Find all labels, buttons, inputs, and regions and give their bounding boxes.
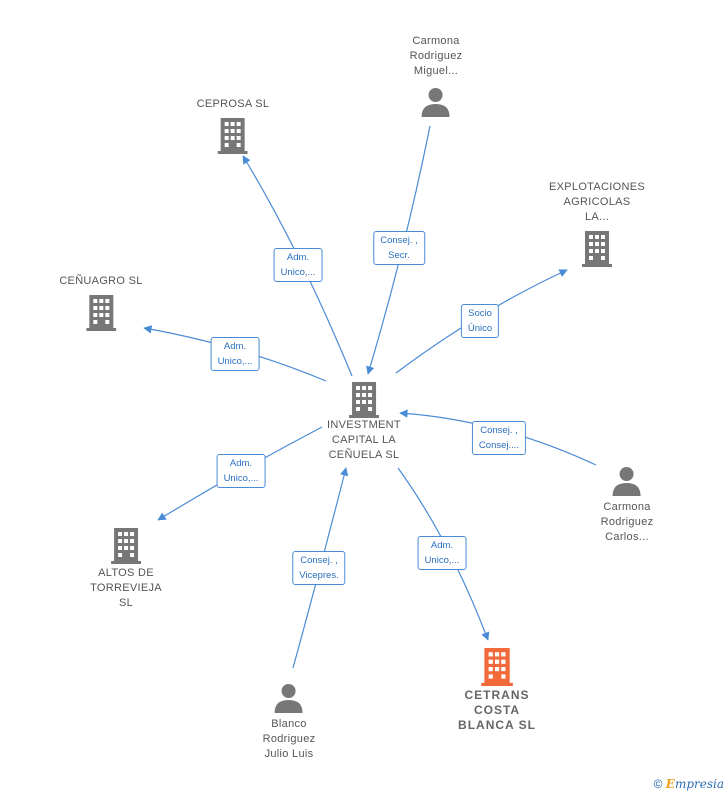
node-explotaciones[interactable]: EXPLOTACIONES AGRICOLAS LA... — [549, 180, 645, 267]
edge-label-cetrans[interactable]: Adm. Unico,... — [417, 536, 467, 570]
building-icon — [481, 648, 513, 686]
node-carmona-carlos[interactable]: Carmona Rodriguez Carlos... — [601, 466, 654, 545]
person-icon — [275, 684, 303, 713]
edge-label-ceprosa[interactable]: Adm. Unico,... — [273, 248, 323, 282]
building-icon — [582, 231, 612, 267]
person-icon — [613, 467, 641, 496]
node-label: EXPLOTACIONES AGRICOLAS LA... — [549, 181, 645, 223]
node-cenuagro[interactable]: CEÑUAGRO SL — [59, 274, 142, 331]
node-label: Carmona Rodriguez Miguel... — [409, 35, 463, 77]
building-icon — [86, 295, 116, 331]
edge-label-carmona-carlos[interactable]: Consej. , Consej.... — [471, 421, 527, 455]
node-label: CEÑUAGRO SL — [59, 275, 143, 287]
node-label: CEPROSA SL — [196, 98, 270, 110]
node-ceprosa[interactable]: CEPROSA SL — [197, 97, 270, 154]
empresia-watermark: © Empresia — [654, 777, 724, 791]
edge-label-cenuagro[interactable]: Adm. Unico,... — [210, 337, 260, 371]
building-icon — [349, 382, 379, 418]
node-carmona-miguel[interactable]: Carmona Rodriguez Miguel... — [410, 34, 463, 117]
node-cetrans[interactable]: CETRANS COSTA BLANCA SL — [458, 648, 536, 733]
copyright-symbol: © — [653, 777, 663, 791]
building-icon — [111, 528, 141, 564]
building-icon — [217, 118, 248, 154]
empresia-logo: Empresia — [665, 777, 724, 791]
edge-label-altos[interactable]: Adm. Unico,... — [216, 454, 266, 488]
node-label: Blanco Rodriguez Julio Luis — [262, 718, 316, 760]
person-icon — [422, 88, 450, 117]
node-center[interactable]: INVESTMENT CAPITAL LA CEÑUELA SL — [327, 382, 401, 463]
node-label: ALTOS DE TORREVIEJA SL — [90, 567, 162, 609]
node-blanco[interactable]: Blanco Rodriguez Julio Luis — [263, 683, 316, 762]
edge-label-blanco[interactable]: Consej. , Vicepres. — [292, 551, 346, 585]
edge-label-carmona-miguel[interactable]: Consej. , Secr. — [373, 231, 425, 265]
node-label: CETRANS COSTA BLANCA SL — [458, 688, 536, 732]
node-label: Carmona Rodriguez Carlos... — [600, 501, 654, 543]
edge-label-explotaciones[interactable]: Socio Único — [460, 304, 500, 338]
node-altos[interactable]: ALTOS DE TORREVIEJA SL — [90, 528, 162, 611]
node-label: INVESTMENT CAPITAL LA CEÑUELA SL — [327, 419, 401, 461]
